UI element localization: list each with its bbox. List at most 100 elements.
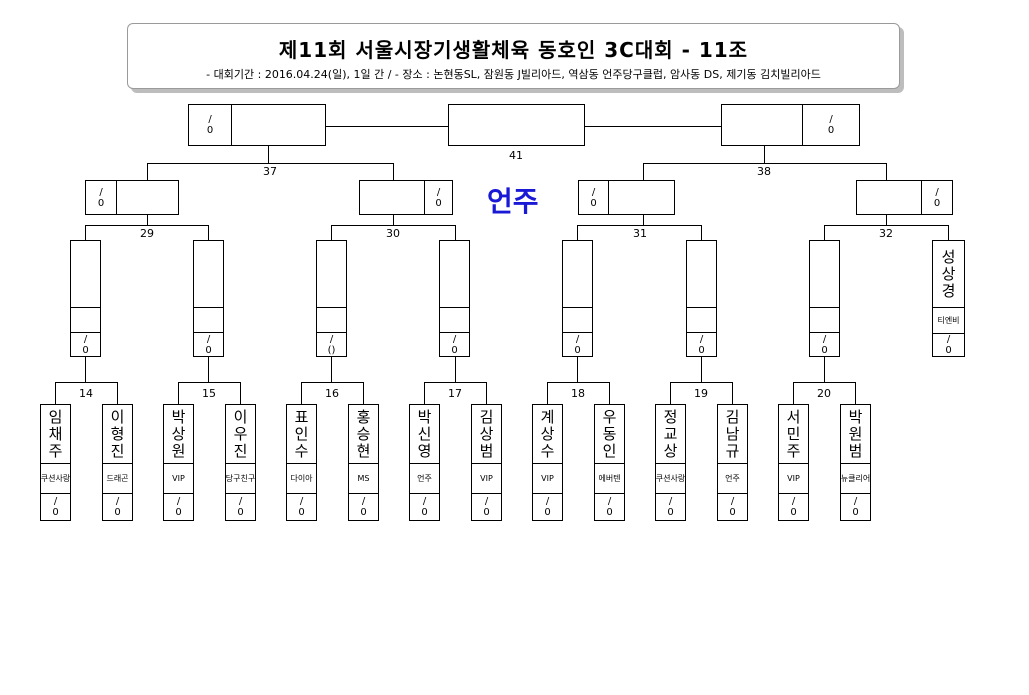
player-club: MS bbox=[348, 463, 379, 494]
divider bbox=[439, 307, 470, 308]
match-number: 17 bbox=[448, 387, 462, 400]
tournament-info: - 대회기간 : 2016.04.24(일), 1일 간 / - 장소 : 논현… bbox=[206, 68, 821, 81]
player-card bbox=[778, 404, 809, 521]
player-card bbox=[840, 404, 871, 521]
connector-line bbox=[547, 382, 609, 383]
player-club: 다이아 bbox=[286, 463, 317, 494]
connector-line bbox=[643, 215, 644, 225]
player-score: /0 bbox=[52, 495, 59, 518]
connector-line bbox=[793, 382, 794, 404]
match-number: 32 bbox=[879, 227, 893, 240]
connector-line bbox=[577, 225, 701, 226]
divider bbox=[70, 332, 101, 333]
divider bbox=[809, 332, 840, 333]
r2-slot bbox=[316, 240, 347, 357]
r2-slot bbox=[193, 240, 224, 357]
player-score: /0 bbox=[421, 495, 428, 518]
player-score: /0 bbox=[790, 495, 797, 518]
r2-score: /() bbox=[327, 334, 336, 356]
player-club: VIP bbox=[778, 463, 809, 494]
player-score: /0 bbox=[544, 495, 551, 518]
r2-score: /0 bbox=[451, 334, 458, 356]
match-number: 38 bbox=[757, 165, 771, 178]
r2-slot bbox=[686, 240, 717, 357]
r2-slot bbox=[562, 240, 593, 357]
connector-line bbox=[208, 225, 209, 240]
connector-line bbox=[824, 225, 825, 240]
connector-line bbox=[85, 225, 208, 226]
connector-line bbox=[577, 357, 578, 382]
divider bbox=[562, 307, 593, 308]
r2-slot bbox=[70, 240, 101, 357]
connector-line bbox=[331, 225, 332, 240]
bye-player-card bbox=[932, 240, 965, 357]
player-card bbox=[348, 404, 379, 521]
connector-line bbox=[147, 215, 148, 225]
connector-line bbox=[585, 126, 721, 127]
player-club: 당구친구 bbox=[225, 463, 256, 494]
connector-line bbox=[331, 225, 455, 226]
connector-line bbox=[55, 382, 56, 404]
player-card bbox=[594, 404, 625, 521]
match-number: 37 bbox=[263, 165, 277, 178]
connector-line bbox=[268, 146, 269, 164]
player-card bbox=[163, 404, 194, 521]
player-club: VIP bbox=[163, 463, 194, 494]
connector-line bbox=[701, 225, 702, 240]
connector-line bbox=[886, 163, 887, 180]
player-club: 언주 bbox=[717, 463, 748, 494]
player-score: /0 bbox=[945, 334, 952, 356]
connector-line bbox=[85, 357, 86, 382]
divider bbox=[439, 332, 470, 333]
qf-score: /0 bbox=[424, 180, 453, 215]
connector-line bbox=[363, 382, 364, 404]
connector-line bbox=[670, 382, 671, 404]
connector-line bbox=[732, 382, 733, 404]
connector-line bbox=[577, 225, 578, 240]
player-card bbox=[286, 404, 317, 521]
connector-line bbox=[701, 357, 702, 382]
player-club: 티엔비 bbox=[932, 307, 965, 334]
connector-line bbox=[486, 382, 487, 404]
match-number: 20 bbox=[817, 387, 831, 400]
connector-line bbox=[240, 382, 241, 404]
player-score: /0 bbox=[114, 495, 121, 518]
title-box: 제11회 서울시장기생활체육 동호인 3C대회 - 11조 - 대회기간 : 2… bbox=[127, 23, 900, 89]
match-number: 14 bbox=[79, 387, 93, 400]
connector-line bbox=[455, 357, 456, 382]
player-club: VIP bbox=[471, 463, 502, 494]
player-card bbox=[409, 404, 440, 521]
match-number: 16 bbox=[325, 387, 339, 400]
player-score: /0 bbox=[483, 495, 490, 518]
connector-line bbox=[147, 163, 393, 164]
match-number: 31 bbox=[633, 227, 647, 240]
divider bbox=[316, 307, 347, 308]
connector-line bbox=[85, 225, 86, 240]
divider bbox=[686, 332, 717, 333]
connector-line bbox=[824, 357, 825, 382]
connector-line bbox=[455, 225, 456, 240]
connector-line bbox=[178, 382, 240, 383]
player-score: /0 bbox=[852, 495, 859, 518]
connector-line bbox=[948, 225, 949, 240]
player-score: /0 bbox=[360, 495, 367, 518]
player-score: /0 bbox=[729, 495, 736, 518]
player-card bbox=[225, 404, 256, 521]
player-score: /0 bbox=[175, 495, 182, 518]
connector-line bbox=[824, 225, 948, 226]
divider bbox=[562, 332, 593, 333]
